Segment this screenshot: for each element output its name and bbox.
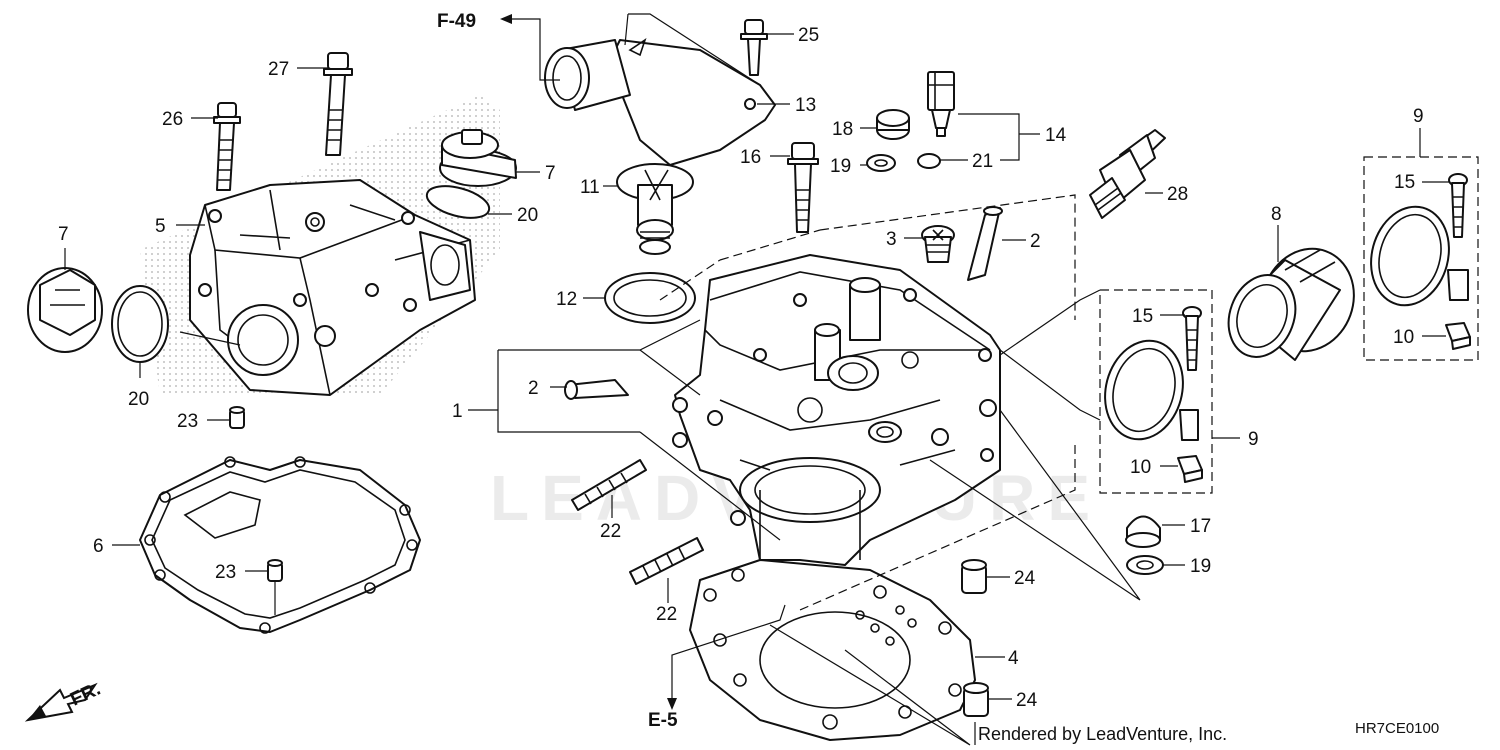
callout-27[interactable]: 27	[268, 59, 289, 80]
callout-17[interactable]: 17	[1190, 516, 1211, 537]
washer-19-right	[1126, 555, 1164, 575]
callout-14[interactable]: 14	[1045, 125, 1067, 146]
callout-24-top[interactable]: 24	[1014, 568, 1036, 589]
dowel-23-top	[229, 406, 245, 429]
callout-9-lower[interactable]: 9	[1248, 429, 1259, 450]
ref-e5[interactable]: E-5	[648, 710, 678, 731]
callout-2-right[interactable]: 2	[1030, 231, 1041, 252]
callout-13[interactable]: 13	[795, 95, 816, 116]
callout-1[interactable]: 1	[452, 401, 463, 422]
callout-18[interactable]: 18	[832, 119, 853, 140]
screw-15-upper	[1448, 173, 1468, 238]
group-box-9-lower	[1099, 289, 1213, 494]
ref-f49[interactable]: F-49	[437, 11, 476, 32]
callout-19-right[interactable]: 19	[1190, 556, 1211, 577]
plug-3	[921, 225, 955, 263]
bolt-16	[787, 142, 819, 233]
callout-11[interactable]: 11	[580, 177, 600, 198]
diagram-code: HR7CE0100	[1355, 720, 1439, 737]
callout-10-upper[interactable]: 10	[1393, 327, 1414, 348]
callout-3[interactable]: 3	[886, 229, 897, 250]
bolt-26	[213, 102, 241, 191]
callout-22-lower[interactable]: 22	[656, 604, 677, 625]
callout-15-lower[interactable]: 15	[1132, 306, 1153, 327]
callout-20-top[interactable]: 20	[517, 205, 538, 226]
washer-21	[917, 153, 941, 169]
oring-20-top	[425, 185, 491, 219]
band-clamp-upper	[1370, 205, 1469, 307]
callout-10-lower[interactable]: 10	[1130, 457, 1151, 478]
callout-20-left[interactable]: 20	[128, 389, 149, 410]
callout-19-top[interactable]: 19	[830, 156, 851, 177]
bolt-25	[740, 19, 768, 76]
callout-28[interactable]: 28	[1167, 184, 1188, 205]
callout-21[interactable]: 21	[972, 151, 993, 172]
callout-6[interactable]: 6	[93, 536, 104, 557]
cap-7-left	[27, 267, 103, 353]
head-cover	[189, 179, 476, 396]
valve-guide-right	[967, 206, 1003, 281]
cylinder-head	[672, 254, 1001, 607]
valve-guide-left	[564, 379, 629, 400]
callout-4[interactable]: 4	[1008, 648, 1019, 669]
screw-15-lower	[1182, 306, 1202, 371]
oring-20-left	[111, 285, 169, 363]
front-marker-label: FR.	[67, 679, 104, 711]
temp-sensor	[927, 71, 955, 137]
head-gasket-4	[689, 559, 976, 741]
nut-18	[876, 109, 910, 140]
gasket-6	[139, 456, 421, 634]
nut-10-upper	[1445, 322, 1471, 350]
cap-7-top	[439, 129, 517, 187]
callout-16[interactable]: 16	[740, 147, 761, 168]
callout-12[interactable]: 12	[556, 289, 577, 310]
band-clamp-lower	[1104, 339, 1199, 441]
dowel-24-top	[961, 559, 987, 594]
bolt-27	[323, 52, 353, 156]
washer-19-top	[866, 154, 896, 172]
callout-5[interactable]: 5	[155, 216, 166, 237]
spark-plug	[1089, 129, 1166, 219]
dowel-23-bottom	[267, 559, 283, 582]
group-box-9-upper	[1363, 156, 1479, 361]
callout-15-upper[interactable]: 15	[1394, 172, 1415, 193]
callout-23-bottom[interactable]: 23	[215, 562, 236, 583]
nut-10-lower	[1177, 455, 1203, 483]
callout-8[interactable]: 8	[1271, 204, 1282, 225]
callout-9-upper[interactable]: 9	[1413, 106, 1424, 127]
callout-25[interactable]: 25	[798, 25, 819, 46]
thermostat-11	[616, 163, 694, 255]
callout-23-top[interactable]: 23	[177, 411, 198, 432]
stud-22-lower	[629, 537, 704, 585]
cap-nut-17	[1125, 515, 1161, 548]
callout-7-left[interactable]: 7	[58, 224, 69, 245]
callout-22-upper[interactable]: 22	[600, 521, 621, 542]
callout-labels: 1 2 2 3 4 5 6 7 7 8 9 9 10 10 11 12 13 1…	[58, 25, 1424, 711]
callout-2-left[interactable]: 2	[528, 378, 539, 399]
leader-lines	[64, 13, 1450, 746]
carb-insulator-8	[1227, 247, 1355, 361]
callout-7-top[interactable]: 7	[545, 163, 556, 184]
front-direction-marker	[24, 682, 98, 722]
dowel-24-bottom	[963, 682, 989, 717]
rendered-by-footer: Rendered by LeadVenture, Inc.	[978, 724, 1227, 744]
thermostat-cover	[544, 38, 776, 166]
callout-24-bottom[interactable]: 24	[1016, 690, 1038, 711]
callout-26[interactable]: 26	[162, 109, 183, 130]
stud-22-upper	[571, 459, 647, 511]
